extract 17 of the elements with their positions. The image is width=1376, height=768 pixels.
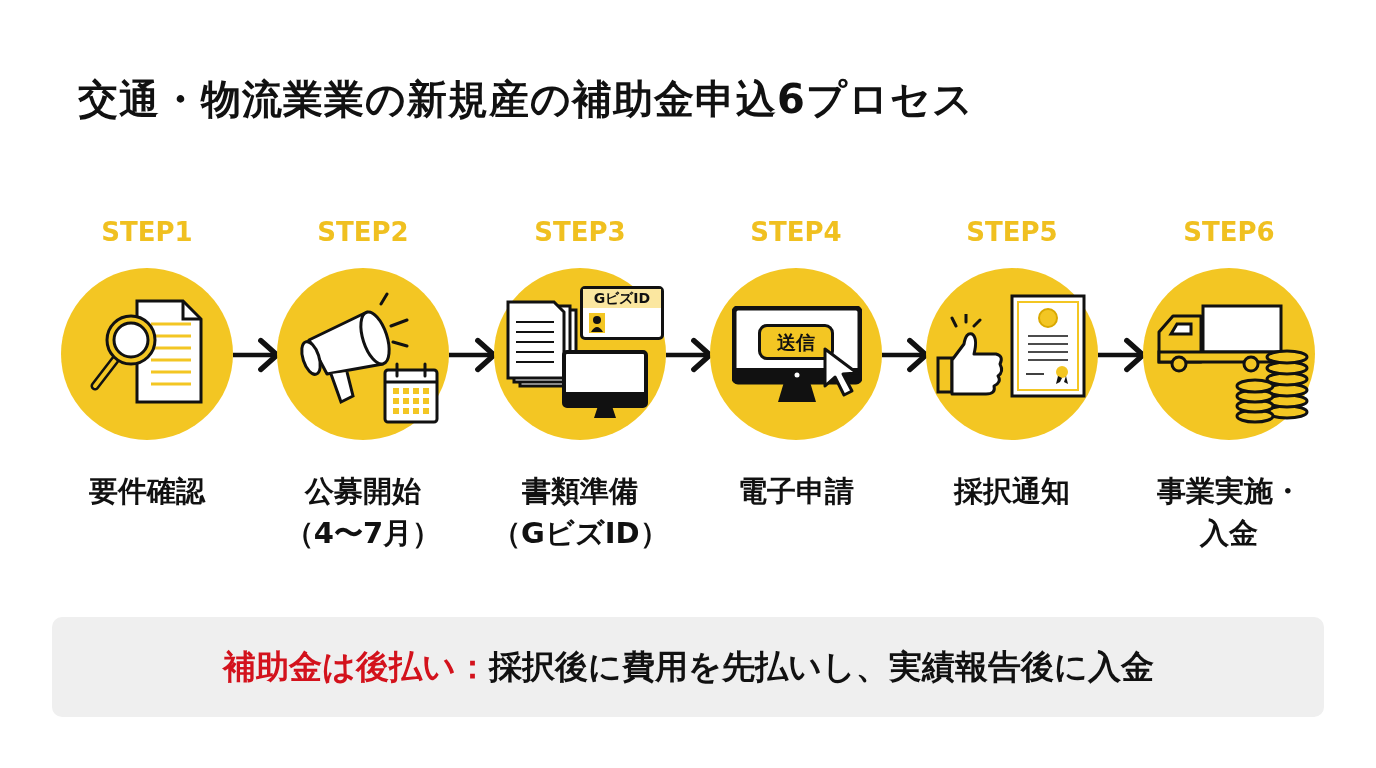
step-label: STEP1 bbox=[101, 216, 193, 249]
card-title: GビズID bbox=[583, 289, 661, 308]
note-heading: 補助金は後払い： bbox=[222, 645, 489, 688]
step-name: 公募開始（4〜7月） bbox=[283, 473, 443, 552]
step-label: STEP6 bbox=[1183, 216, 1275, 249]
step-label: STEP5 bbox=[966, 216, 1058, 249]
step-label: STEP2 bbox=[317, 216, 409, 249]
step-name: 採択通知 bbox=[952, 473, 1071, 510]
step-name: 要件確認 bbox=[88, 473, 207, 510]
step-label: STEP4 bbox=[750, 216, 842, 249]
step-name: 書類準備（GビズID） bbox=[492, 473, 668, 552]
step-label: STEP3 bbox=[534, 216, 626, 249]
note-text: 採択後に費用を先払いし、実績報告後に入金 bbox=[488, 645, 1154, 688]
step-name: 事業実施・入金 bbox=[1155, 473, 1303, 552]
send-button: 送信 bbox=[758, 324, 834, 360]
title: 交通・物流業業の新規産の補助金申込6プロセス bbox=[78, 75, 974, 124]
step-name: 電子申請 bbox=[737, 473, 855, 510]
